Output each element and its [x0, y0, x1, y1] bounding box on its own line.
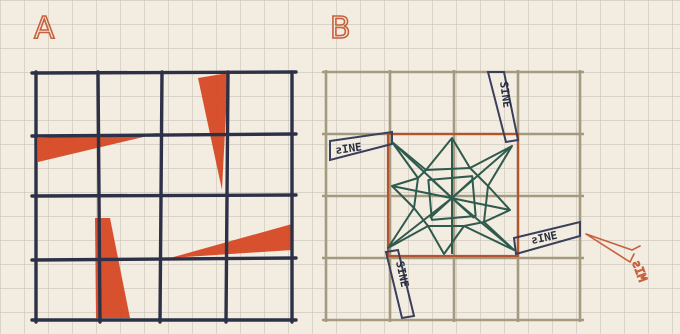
panel-b-label: B: [330, 11, 351, 46]
panel-a-label: A: [34, 11, 55, 46]
